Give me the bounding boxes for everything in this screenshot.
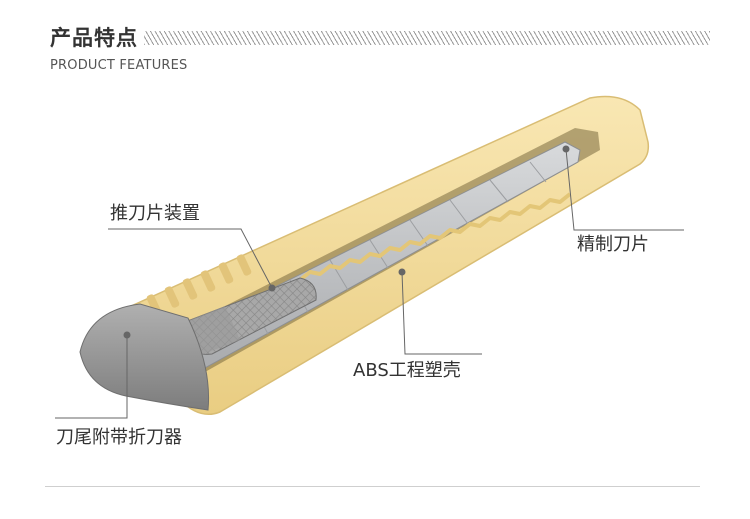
- tail-snapper-icon: [79, 303, 210, 411]
- heading-subtitle: PRODUCT FEATURES: [50, 58, 188, 73]
- section-heading: 产品特点 PRODUCT FEATURES: [50, 22, 710, 73]
- bottom-divider: [45, 486, 700, 487]
- callout-slider-label: 推刀片装置: [110, 203, 200, 224]
- heading-title: 产品特点: [50, 26, 138, 50]
- callout-lines: [55, 148, 684, 419]
- callout-dots: [123, 145, 570, 339]
- heading-hatch-decoration: [144, 31, 710, 45]
- callout-blade-label: 精制刀片: [577, 234, 649, 255]
- callout-tail-label: 刀尾附带折刀器: [56, 427, 182, 448]
- callout-shell-label: ABS工程塑壳: [353, 360, 461, 381]
- channel-teeth: [298, 192, 572, 282]
